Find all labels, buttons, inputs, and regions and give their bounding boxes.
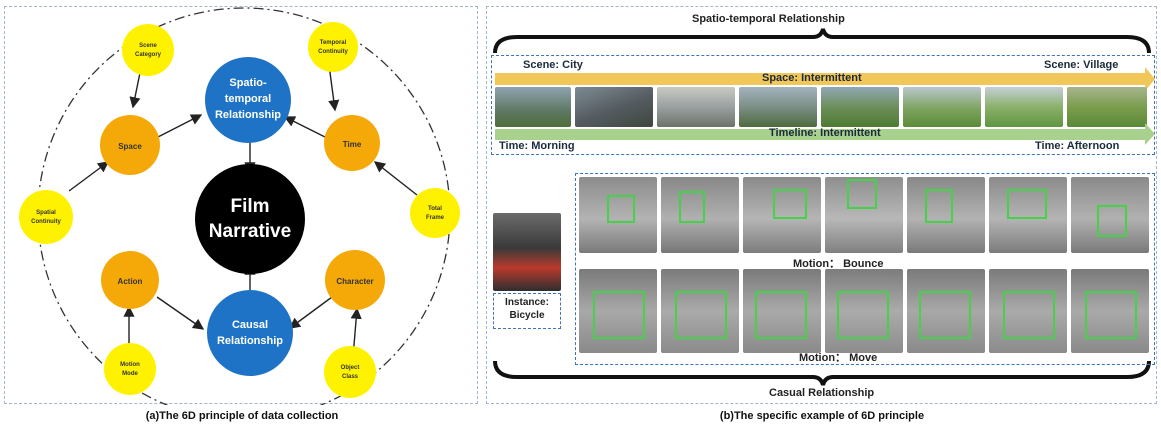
object-class-node: Object Class	[324, 346, 376, 398]
instance-label-1: Instance:	[505, 297, 549, 308]
scene-village-label: Scene: Village	[1044, 59, 1119, 71]
move-row	[579, 269, 1155, 353]
panel-6d-principle: Spatio- temporal Relationship Causal Rel…	[4, 6, 478, 421]
total-frame-label-2: Frame	[426, 215, 445, 221]
spatio-temporal-title: Spatio-temporal Relationship	[692, 13, 845, 25]
object-class-label-1: Object	[341, 365, 360, 371]
character-node: Character	[325, 250, 385, 310]
time-afternoon-label: Time: Afternoon	[1035, 140, 1120, 152]
caption-b: (b)The specific example of 6D principle	[719, 410, 925, 422]
six-d-diagram: Spatio- temporal Relationship Causal Rel…	[19, 7, 460, 421]
frame-thumb	[575, 87, 653, 127]
brackets	[493, 28, 1151, 386]
character-label: Character	[336, 277, 373, 286]
instance-bicycle-image	[493, 213, 561, 291]
action-label: Action	[118, 277, 143, 286]
frame-thumb	[657, 87, 735, 127]
casual-relationship-title: Casual Relationship	[769, 387, 875, 399]
spatio-temporal-example-box	[491, 55, 1155, 155]
total-frame-label-1: Total	[428, 206, 442, 212]
center-label-2: Narrative	[209, 221, 291, 242]
timeline-intermittent-label: Timeline: Intermittent	[769, 127, 881, 139]
scene-category-node: Scene Category	[122, 24, 174, 76]
causal-example-box	[575, 173, 1155, 365]
causal-node: Causal Relationship	[207, 290, 293, 376]
temporal-continuity-label-2: Continuity	[318, 49, 348, 55]
bounce-frame	[907, 177, 985, 253]
space-intermittent-label: Space: Intermittent	[762, 72, 862, 84]
spatio-label-3: Relationship	[215, 109, 281, 121]
total-frame-node: Total Frame	[410, 188, 460, 238]
motion-mode-label-2: Mode	[122, 371, 138, 377]
spatial-continuity-node: Spatial Continuity	[19, 190, 73, 244]
move-frame	[661, 269, 739, 353]
causal-label-1: Causal	[232, 319, 268, 331]
scene-city-label: Scene: City	[523, 59, 583, 71]
spatio-temporal-node: Spatio- temporal Relationship	[205, 57, 291, 143]
object-class-label-2: Class	[342, 374, 359, 380]
move-frame	[989, 269, 1067, 353]
instance-label-box: Instance: Bicycle	[493, 293, 561, 329]
timeline-bar-arrowhead	[1145, 123, 1155, 145]
space-node: Space	[100, 115, 160, 175]
motion-bounce-label: Motion： Bounce	[793, 258, 884, 270]
causal-label-2: Relationship	[217, 335, 283, 347]
motion-mode-label-1: Motion	[120, 362, 140, 368]
film-narrative-node: Film Narrative	[195, 164, 305, 274]
frame-thumb	[739, 87, 817, 127]
temporal-continuity-label-1: Temporal	[320, 40, 347, 46]
move-frame	[825, 269, 903, 353]
panel-6d-example: Spatio-temporal Relationship Scene: City…	[486, 6, 1157, 404]
center-label-1: Film	[230, 196, 269, 217]
spatio-label-2: temporal	[225, 93, 271, 105]
instance-label-2: Bicycle	[509, 310, 545, 321]
time-morning-label: Time: Morning	[499, 140, 575, 152]
space-bar-arrowhead	[1145, 67, 1155, 91]
space-label: Space	[118, 142, 142, 151]
bounce-row	[579, 177, 1155, 253]
bounce-frame	[989, 177, 1067, 253]
bounce-frame	[1071, 177, 1149, 253]
spatial-continuity-label-1: Spatial	[36, 210, 56, 216]
frame-thumb	[1067, 87, 1147, 127]
bounce-frame	[661, 177, 739, 253]
move-frame	[907, 269, 985, 353]
frame-strip	[495, 87, 1151, 127]
scene-category-label-1: Scene	[139, 43, 157, 49]
frame-thumb	[821, 87, 899, 127]
frame-thumb	[985, 87, 1063, 127]
bounce-frame	[825, 177, 903, 253]
timeline-intermittent-bar	[495, 129, 1145, 140]
space-intermittent-bar	[495, 73, 1145, 85]
time-label: Time	[343, 140, 362, 149]
action-node: Action	[101, 251, 159, 309]
scene-category-label-2: Category	[135, 52, 162, 58]
spatio-label-1: Spatio-	[229, 77, 267, 89]
frame-thumb	[495, 87, 571, 127]
motion-mode-node: Motion Mode	[104, 343, 156, 395]
move-frame	[1071, 269, 1149, 353]
frame-thumb	[903, 87, 981, 127]
bounce-frame	[743, 177, 821, 253]
caption-a: (a)The 6D principle of data collection	[145, 410, 339, 422]
motion-move-label: Motion： Move	[799, 352, 878, 364]
time-node: Time	[324, 115, 380, 171]
temporal-continuity-node: Temporal Continuity	[308, 22, 358, 72]
bounce-frame	[579, 177, 657, 253]
move-frame	[579, 269, 657, 353]
spatial-continuity-label-2: Continuity	[31, 219, 61, 225]
move-frame	[743, 269, 821, 353]
